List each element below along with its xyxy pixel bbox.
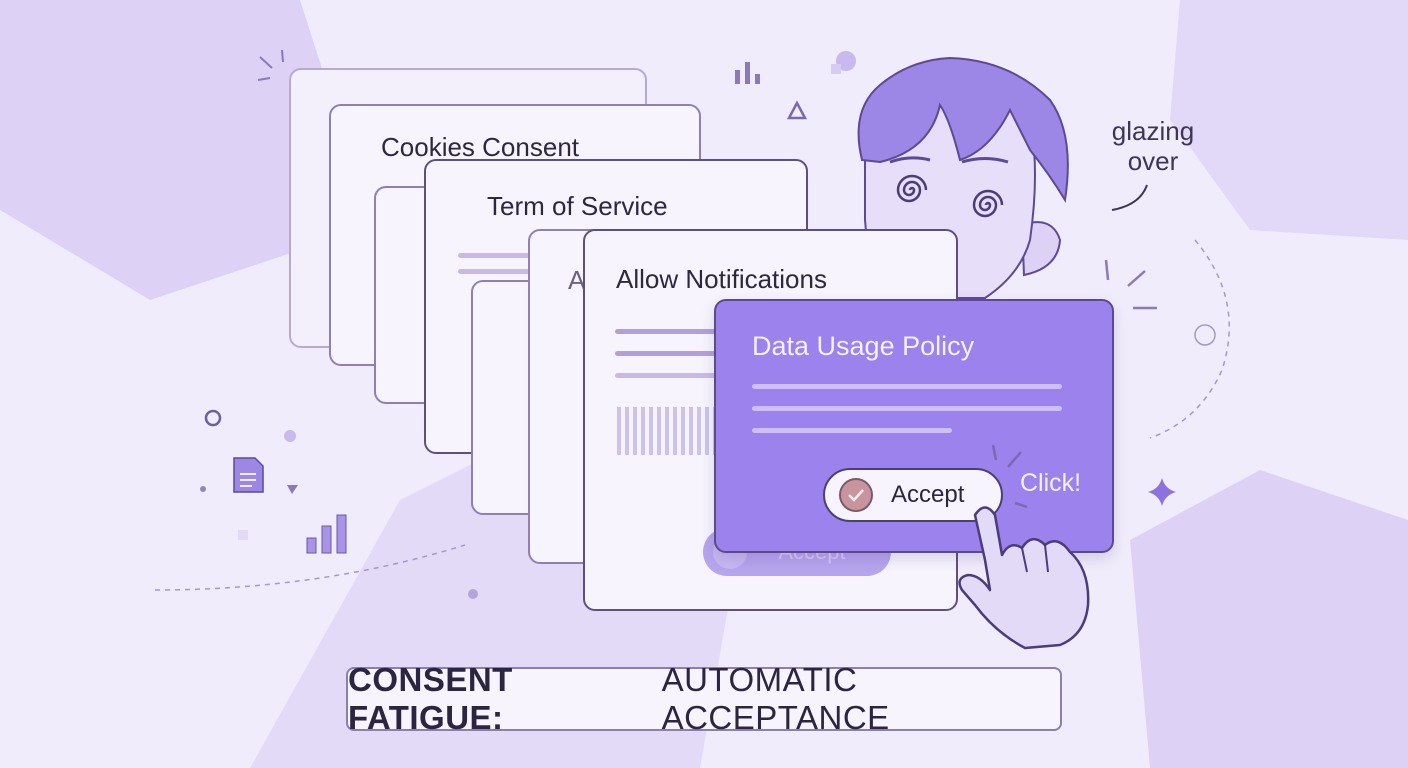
ring-decor xyxy=(204,409,222,427)
caption-regular-text: AUTOMATIC ACCEPTANCE xyxy=(661,661,890,736)
text-placeholder-line xyxy=(752,384,1062,389)
caption-bold-text: CONSENT FATIGUE: xyxy=(348,661,513,736)
dot-decor xyxy=(468,589,478,599)
bar-chart-icon xyxy=(735,62,760,84)
square-decor xyxy=(238,530,248,540)
allow-notifications-title: Allow Notifications xyxy=(616,264,827,294)
bg-hexagon-bottom-right xyxy=(1130,470,1408,768)
click-mark xyxy=(1007,451,1022,468)
eyebrow xyxy=(961,157,1009,164)
click-mark xyxy=(991,444,998,461)
triangle-decor xyxy=(287,485,298,494)
text-placeholder-line xyxy=(458,253,558,258)
spiral-eyes-icon xyxy=(896,174,1004,218)
spark-line xyxy=(1127,270,1146,287)
text-placeholder-line xyxy=(752,428,952,433)
dot-decor xyxy=(200,486,206,492)
click-annotation: Click! xyxy=(1020,469,1082,497)
spark-line xyxy=(259,56,273,69)
data-usage-policy-title: Data Usage Policy xyxy=(752,331,975,361)
glazing-over-annotation: glazing over xyxy=(1098,116,1208,176)
accept-button-label: Accept xyxy=(891,481,965,508)
annotation-pointer xyxy=(1111,184,1148,211)
cookies-consent-title: Cookies Consent xyxy=(381,132,579,162)
pointing-hand-icon xyxy=(958,506,1090,650)
terms-of-service-title: Term of Service xyxy=(487,191,668,221)
square-decor xyxy=(831,64,841,74)
check-icon xyxy=(839,478,873,512)
finger-crease xyxy=(1044,544,1049,573)
dot-decor xyxy=(284,430,296,442)
ring-decor xyxy=(1194,324,1216,346)
document-icon xyxy=(233,457,264,493)
click-mark xyxy=(1014,501,1028,509)
finger-crease xyxy=(1021,547,1028,573)
over-text: over xyxy=(1127,146,1179,176)
text-placeholder-line xyxy=(458,269,548,274)
text-placeholder-line xyxy=(752,406,1062,411)
caption-banner: CONSENT FATIGUE: AUTOMATIC ACCEPTANCE xyxy=(346,661,1062,736)
glazing-text: glazing xyxy=(1111,116,1195,146)
accept-button[interactable]: Accept xyxy=(823,468,1003,522)
bg-hexagon-top-left xyxy=(0,0,345,300)
bg-hexagon-top-right xyxy=(1170,0,1408,240)
hair xyxy=(857,56,1069,203)
bar-chart-icon xyxy=(306,514,347,554)
eyebrow xyxy=(889,156,931,164)
triangle-icon xyxy=(786,100,808,120)
spark-line xyxy=(257,77,271,81)
sparkle-icon xyxy=(1148,478,1176,506)
text-placeholder-line xyxy=(615,373,735,378)
faded-text-block xyxy=(617,407,727,455)
text-placeholder-line xyxy=(615,329,745,334)
text-placeholder-line xyxy=(615,351,725,356)
partial-card-title: A xyxy=(568,265,586,295)
spark-line xyxy=(281,49,284,63)
spark-line xyxy=(1104,259,1110,281)
dashed-curve-right xyxy=(1149,239,1230,439)
dashed-curve-left xyxy=(154,544,466,591)
